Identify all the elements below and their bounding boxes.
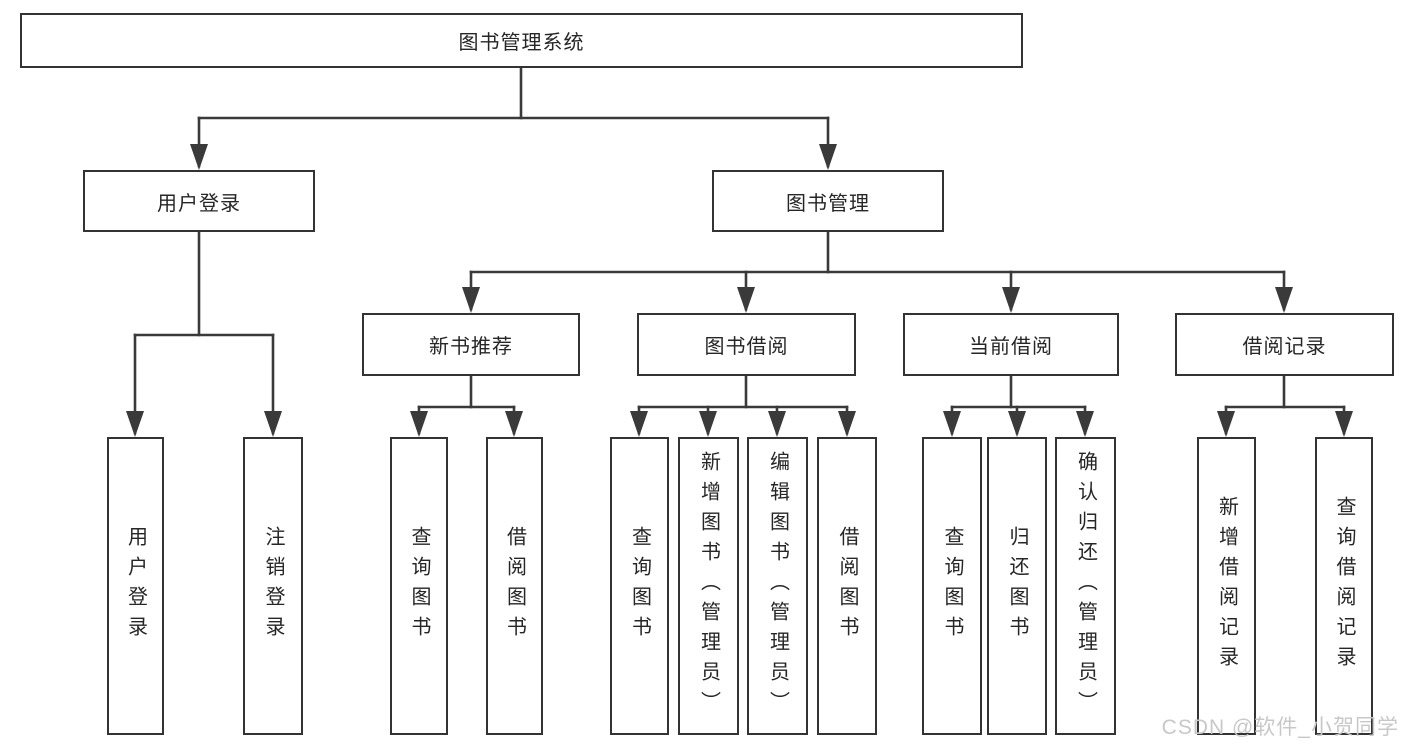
leaf-borrow-books-recommend: 借阅图书 bbox=[486, 437, 543, 735]
leaf-borrow-books-label: 借阅图书 bbox=[836, 526, 858, 646]
leaf-logout-label: 注销登录 bbox=[262, 526, 284, 646]
leaf-confirm-return-admin-label: 确认归还（管理员） bbox=[1074, 451, 1097, 721]
node-book-management: 图书管理 bbox=[712, 170, 944, 232]
node-new-book-recommend-label: 新书推荐 bbox=[429, 336, 513, 358]
leaf-confirm-return-admin: 确认归还（管理员） bbox=[1055, 437, 1116, 735]
node-new-book-recommend: 新书推荐 bbox=[362, 313, 580, 376]
leaf-return-books: 归还图书 bbox=[987, 437, 1047, 735]
leaf-search-books-borrowing-label: 查询图书 bbox=[628, 526, 651, 646]
leaf-search-books-borrowing: 查询图书 bbox=[610, 437, 669, 735]
node-library-management-system-label: 图书管理系统 bbox=[458, 32, 585, 54]
leaf-search-books-recommend: 查询图书 bbox=[390, 437, 448, 735]
leaf-user-login-label: 用户登录 bbox=[124, 526, 147, 646]
leaf-add-books-admin: 新增图书（管理员） bbox=[678, 437, 739, 735]
node-book-management-label: 图书管理 bbox=[786, 192, 870, 215]
leaf-return-books-label: 归还图书 bbox=[1006, 526, 1028, 646]
node-borrow-records: 借阅记录 bbox=[1175, 313, 1394, 376]
node-current-borrowing-label: 当前借阅 bbox=[969, 336, 1053, 358]
csdn-watermark: CSDN @软件_小贺同学 bbox=[1161, 716, 1399, 739]
node-library-management-system: 图书管理系统 bbox=[20, 13, 1023, 68]
leaf-search-books-recommend-label: 查询图书 bbox=[408, 526, 430, 646]
leaf-edit-books-admin: 编辑图书（管理员） bbox=[747, 437, 808, 735]
leaf-search-borrow-record: 查询借阅记录 bbox=[1315, 437, 1373, 735]
leaf-search-books-current: 查询图书 bbox=[922, 437, 982, 735]
node-user-login-label: 用户登录 bbox=[157, 192, 241, 215]
leaf-logout: 注销登录 bbox=[243, 437, 303, 735]
leaf-edit-books-admin-label: 编辑图书（管理员） bbox=[766, 451, 789, 721]
node-book-borrowing: 图书借阅 bbox=[637, 313, 856, 376]
leaf-search-borrow-record-label: 查询借阅记录 bbox=[1333, 496, 1355, 676]
node-current-borrowing: 当前借阅 bbox=[903, 313, 1119, 376]
leaf-add-borrow-record: 新增借阅记录 bbox=[1197, 437, 1256, 735]
leaf-search-books-current-label: 查询图书 bbox=[941, 526, 963, 646]
leaf-borrow-books-recommend-label: 借阅图书 bbox=[503, 526, 526, 646]
leaf-borrow-books: 借阅图书 bbox=[817, 437, 877, 735]
node-borrow-records-label: 借阅记录 bbox=[1242, 336, 1327, 358]
node-user-login: 用户登录 bbox=[83, 170, 315, 232]
leaf-add-borrow-record-label: 新增借阅记录 bbox=[1215, 496, 1238, 676]
leaf-add-books-admin-label: 新增图书（管理员） bbox=[697, 451, 720, 721]
node-book-borrowing-label: 图书借阅 bbox=[704, 336, 789, 358]
leaf-user-login: 用户登录 bbox=[107, 437, 164, 735]
